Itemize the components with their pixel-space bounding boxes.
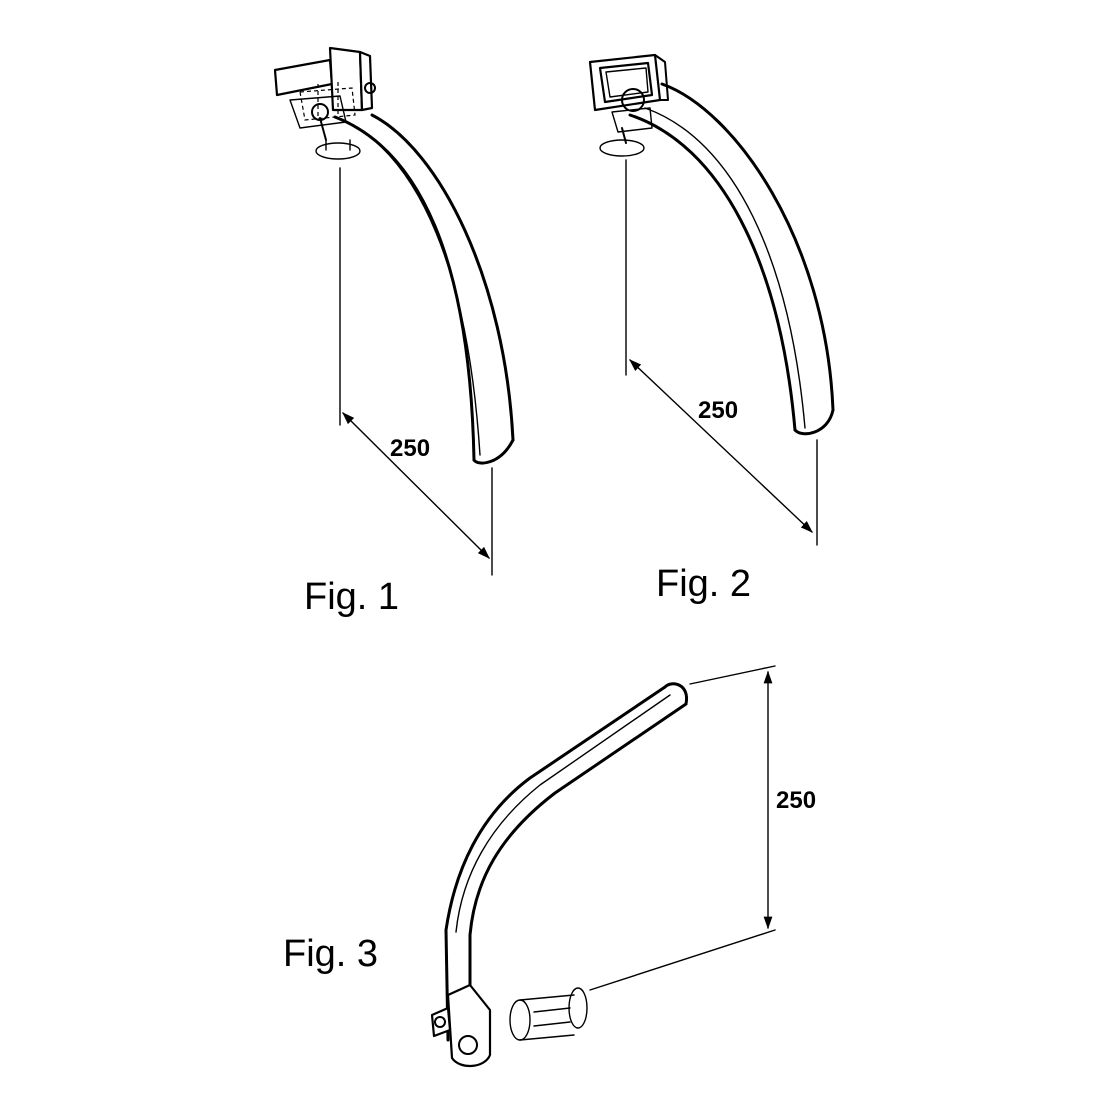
figure-1-pad bbox=[315, 139, 361, 160]
figure-3-clamp bbox=[430, 983, 492, 1067]
figure-2-dimension bbox=[625, 159, 818, 546]
figure-3-dimension-label: 250 bbox=[776, 787, 816, 814]
figure-3-pad bbox=[509, 987, 588, 1041]
figure-2-dimension-label: 250 bbox=[698, 397, 738, 424]
figure-1-dimension-label: 250 bbox=[390, 435, 430, 462]
figure-3-arm bbox=[444, 682, 689, 1042]
figure-1-clamp bbox=[273, 46, 376, 141]
figure-1: 250 Fig. 1 bbox=[273, 46, 515, 618]
figure-1-label: Fig. 1 bbox=[304, 576, 399, 618]
figure-2-pad bbox=[599, 139, 645, 157]
figure-3: 250 Fig. 3 bbox=[283, 665, 816, 1067]
figure-2-arm bbox=[628, 82, 835, 436]
figure-1-arm bbox=[333, 113, 515, 465]
figure-2: 250 Fig. 2 bbox=[588, 53, 835, 605]
figure-2-label: Fig. 2 bbox=[656, 563, 751, 605]
figure-3-dimension bbox=[589, 665, 776, 991]
figure-2-clamp bbox=[588, 53, 669, 144]
figure-3-label: Fig. 3 bbox=[283, 933, 378, 975]
figure-1-dimension bbox=[339, 167, 493, 576]
